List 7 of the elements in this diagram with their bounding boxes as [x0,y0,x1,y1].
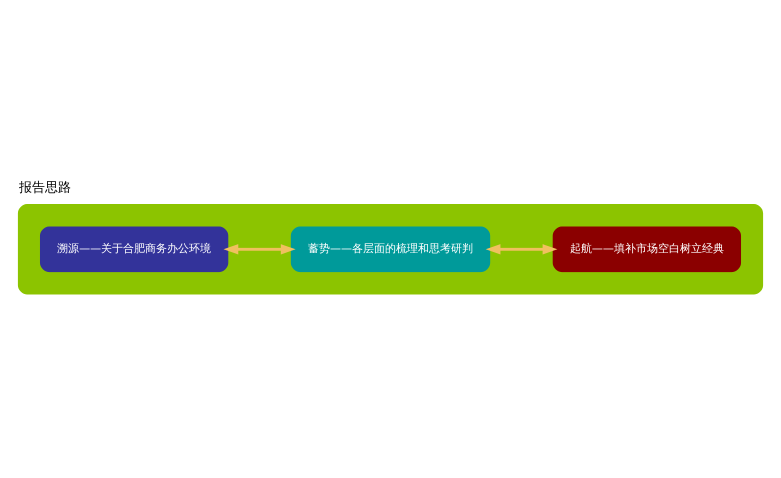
arrow [486,244,558,254]
diagram-title: 报告思路 [19,180,72,196]
node-box: 起航——填补市场空白树立经典 [552,226,742,272]
cluster [18,204,764,295]
node-box: 蓄势——各层面的梳理和思考研判 [290,226,490,272]
node-box: 溯源——关于合肥商务办公环境 [40,226,228,272]
arrow [224,244,296,254]
